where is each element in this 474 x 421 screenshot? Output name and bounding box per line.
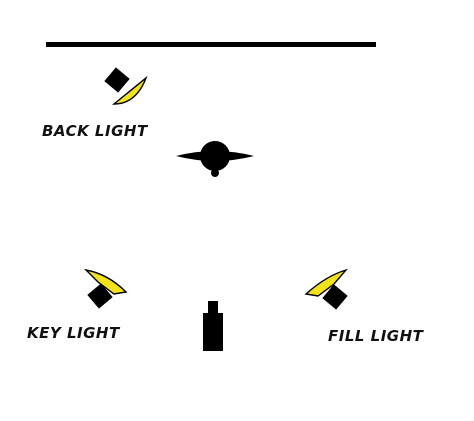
key-light-label: KEY LIGHT — [27, 324, 120, 342]
subject-top-view-icon — [176, 141, 254, 177]
backdrop-line — [46, 42, 376, 47]
back-light-icon — [104, 67, 148, 105]
fill-light-label: FILL LIGHT — [328, 327, 424, 345]
fill-light-icon — [304, 268, 349, 310]
key-light-icon — [83, 268, 128, 309]
camera-icon — [203, 301, 223, 351]
back-light-label: BACK LIGHT — [42, 122, 148, 140]
